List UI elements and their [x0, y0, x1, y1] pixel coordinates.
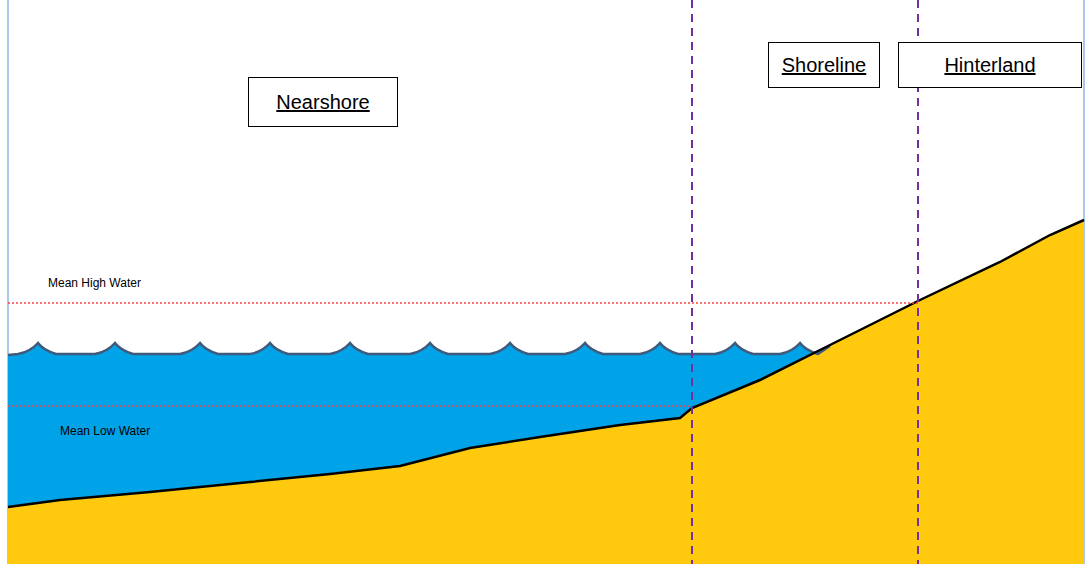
- mean-high-water-line: [8, 302, 918, 304]
- zone-title: Shoreline: [782, 54, 867, 77]
- zone-title: Nearshore: [276, 91, 369, 114]
- zone-box: Hinterland: [898, 42, 1082, 88]
- zone-title: Hinterland: [944, 54, 1035, 77]
- mean-low-water-line: [8, 405, 690, 407]
- wave-surface: [8, 343, 830, 355]
- zone-divider: [691, 0, 693, 564]
- sand-ground: [8, 220, 1084, 564]
- water-level-label: Mean Low Water: [60, 424, 150, 438]
- water-level-label: Mean High Water: [48, 276, 141, 290]
- zone-box: Nearshore: [248, 77, 398, 127]
- zone-box: Shoreline: [768, 42, 880, 88]
- sea-water: [8, 343, 830, 507]
- seabed-line: [8, 220, 1084, 507]
